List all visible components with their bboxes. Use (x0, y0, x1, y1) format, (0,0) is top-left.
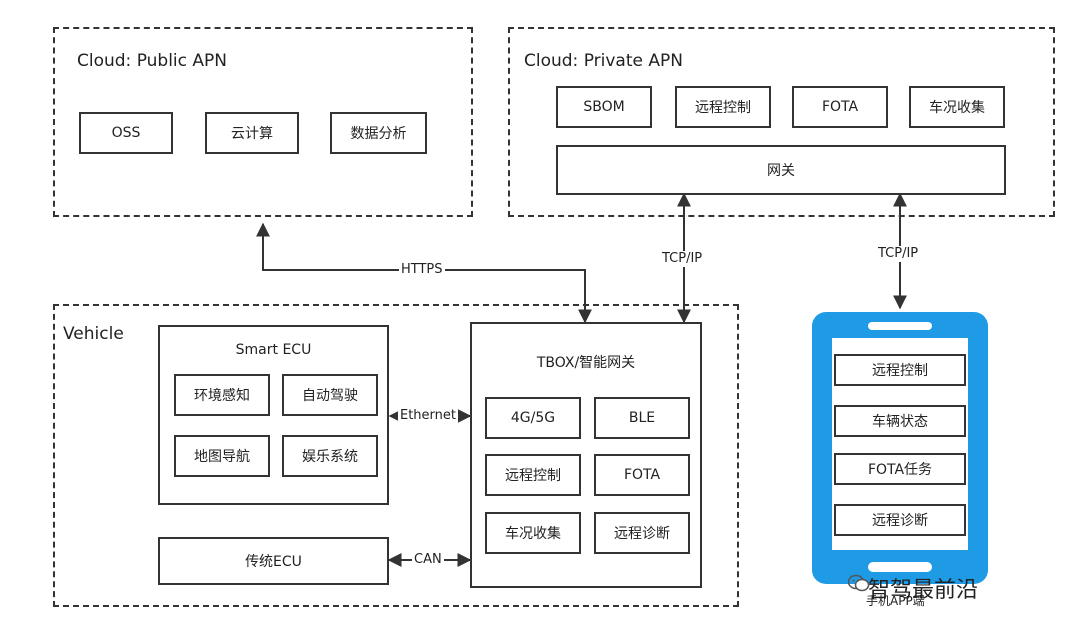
remote-control-cloud-box: 远程控制 (675, 86, 771, 128)
ble-box: BLE (594, 397, 690, 439)
infotainment-box: 娱乐系统 (282, 435, 378, 477)
fota-cloud-box: FOTA (792, 86, 888, 128)
tcpip-phone-label: TCP/IP (876, 246, 921, 262)
phone-remote-diagnosis-item: 远程诊断 (834, 504, 966, 536)
phone-vehicle-status-item: 车辆状态 (834, 405, 966, 437)
phone-illustration: 远程控制 车辆状态 FOTA任务 远程诊断 (812, 312, 988, 584)
ethernet-label: Ethernet (398, 408, 458, 424)
watermark-text: 智驾最前沿 (868, 578, 979, 603)
private-cloud-region: Cloud: Private APN SBOM 远程控制 FOTA 车况收集 网… (508, 27, 1055, 217)
data-analysis-box: 数据分析 (330, 112, 427, 154)
cloud-computing-box: 云计算 (205, 112, 299, 154)
autonomous-driving-box: 自动驾驶 (282, 374, 378, 416)
vehicle-data-cloud-box: 车况收集 (909, 86, 1005, 128)
gateway-box: 网关 (556, 145, 1006, 195)
phone-home-button (868, 562, 932, 572)
legacy-ecu-box: 传统ECU (158, 537, 389, 585)
vehicle-data-tbox-box: 车况收集 (485, 512, 581, 554)
fota-tbox-box: FOTA (594, 454, 690, 496)
phone-app-caption: 手机APP端 (866, 594, 925, 608)
cellular-box: 4G/5G (485, 397, 581, 439)
smart-ecu-title: Smart ECU (235, 342, 312, 358)
phone-remote-control-item: 远程控制 (834, 354, 966, 386)
public-cloud-title: Cloud: Public APN (77, 51, 228, 71)
navigation-box: 地图导航 (174, 435, 270, 477)
perception-box: 环境感知 (174, 374, 270, 416)
phone-speaker (868, 322, 932, 330)
oss-box: OSS (79, 112, 173, 154)
vehicle-region: Vehicle (53, 304, 739, 607)
public-cloud-region: Cloud: Public APN OSS 云计算 数据分析 (53, 27, 473, 217)
tbox-title: TBOX/智能网关 (536, 355, 636, 371)
https-label: HTTPS (399, 262, 445, 278)
can-label: CAN (412, 552, 444, 568)
tbox-group: TBOX/智能网关 4G/5G BLE 远程控制 FOTA 车况收集 远程诊断 (470, 322, 702, 588)
vehicle-title: Vehicle (63, 324, 124, 344)
private-cloud-title: Cloud: Private APN (524, 51, 683, 71)
tcpip-vehicle-label: TCP/IP (660, 251, 705, 267)
remote-control-tbox-box: 远程控制 (485, 454, 581, 496)
smart-ecu-group: Smart ECU 环境感知 自动驾驶 地图导航 娱乐系统 (158, 325, 389, 505)
remote-diagnosis-tbox-box: 远程诊断 (594, 512, 690, 554)
sbom-box: SBOM (556, 86, 652, 128)
phone-fota-task-item: FOTA任务 (834, 453, 966, 485)
wechat-icon (848, 574, 870, 592)
